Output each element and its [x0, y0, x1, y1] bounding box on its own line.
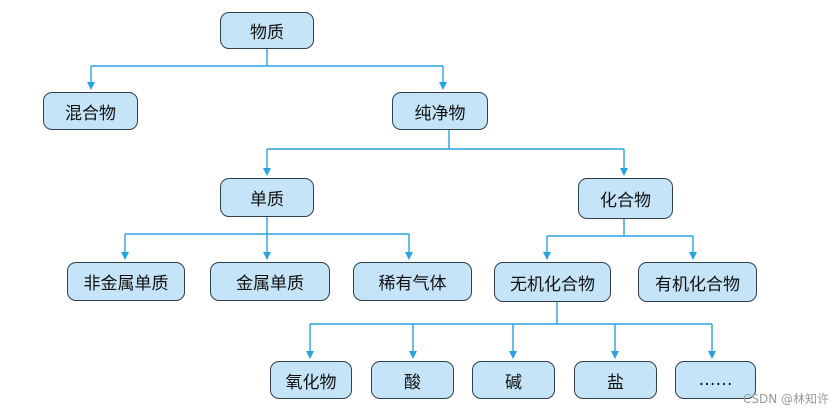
node-salt: 盐 — [574, 361, 657, 399]
node-metal: 金属单质 — [210, 262, 330, 301]
node-nonmetal: 非金属单质 — [67, 262, 185, 301]
connector-pure — [267, 129, 624, 150]
node-compound: 化合物 — [578, 178, 673, 219]
node-rare-gas: 稀有气体 — [353, 262, 472, 301]
connector-substance — [91, 48, 443, 67]
connector-inorganic — [310, 301, 712, 325]
node-oxide: 氧化物 — [270, 361, 352, 399]
node-base: 碱 — [472, 361, 555, 399]
watermark-text: CSDN @林知许 — [742, 392, 829, 406]
node-pure: 纯净物 — [392, 92, 488, 130]
node-inorganic: 无机化合物 — [494, 262, 611, 302]
node-acid: 酸 — [371, 361, 454, 399]
node-substance: 物质 — [220, 12, 314, 49]
connector-element — [125, 216, 409, 235]
node-etc: …… — [675, 361, 756, 399]
node-organic: 有机化合物 — [638, 262, 757, 302]
node-mixture: 混合物 — [43, 92, 138, 130]
node-element: 单质 — [220, 178, 314, 217]
connector-compound — [547, 218, 693, 237]
